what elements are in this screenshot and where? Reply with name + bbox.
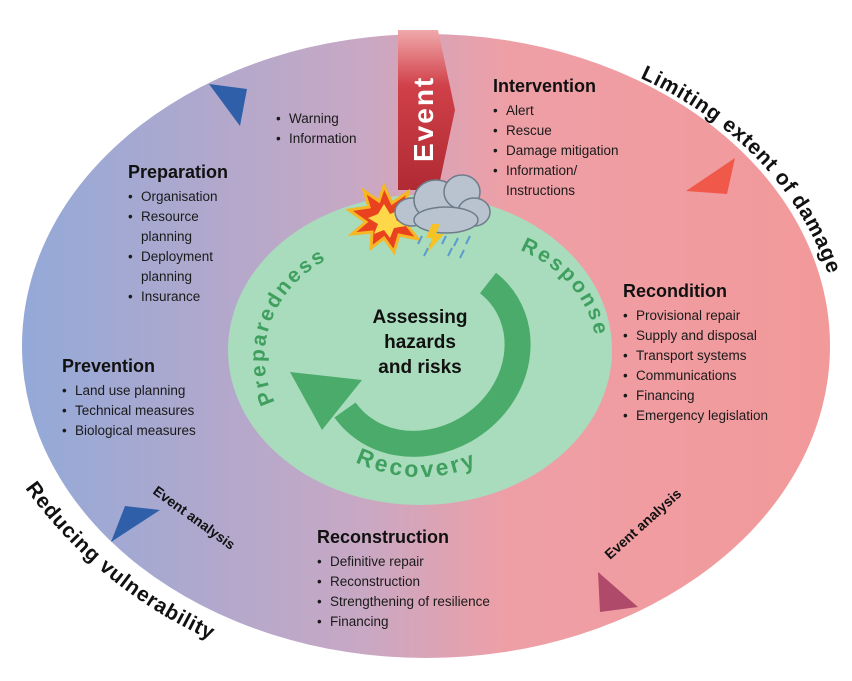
list-item: Information/ Instructions bbox=[493, 161, 619, 201]
lightning-icon bbox=[426, 224, 444, 252]
list-item: Emergency legislation bbox=[623, 406, 768, 426]
list-item: Transport systems bbox=[623, 346, 768, 366]
cycle-arrow bbox=[334, 272, 531, 457]
warning-block: Warning Information bbox=[276, 109, 357, 149]
list-item: Technical measures bbox=[62, 401, 196, 421]
list-item: Financing bbox=[623, 386, 768, 406]
center-title-line: and risks bbox=[378, 357, 462, 378]
list-item: Insurance bbox=[128, 287, 228, 307]
warning-item: Warning bbox=[276, 109, 357, 129]
list-item: Reconstruction bbox=[317, 572, 490, 592]
section-title: Intervention bbox=[493, 76, 597, 96]
blue-marker-bottom bbox=[111, 506, 160, 542]
list-item: Deployment planning bbox=[128, 247, 228, 287]
event-banner bbox=[398, 30, 455, 190]
center-title-line: hazards bbox=[384, 332, 456, 353]
list-item: Rescue bbox=[493, 121, 619, 141]
list-item: Strengthening of resilience bbox=[317, 592, 490, 612]
section-title: Recondition bbox=[623, 281, 727, 301]
center-title: Assessing hazards and risks bbox=[340, 305, 500, 380]
list-item: Financing bbox=[317, 612, 490, 632]
list-item: Communications bbox=[623, 366, 768, 386]
list-item: Alert bbox=[493, 101, 619, 121]
center-title-line: Assessing bbox=[372, 307, 468, 328]
list-item: Biological measures bbox=[62, 421, 196, 441]
list-item: Supply and disposal bbox=[623, 326, 768, 346]
storm-event-icon bbox=[345, 174, 491, 259]
red-marker-right bbox=[686, 158, 735, 194]
recondition-block: Recondition Provisional repair Supply an… bbox=[623, 281, 768, 426]
cycle-arrowhead bbox=[290, 372, 362, 430]
list-item: Resource planning bbox=[128, 207, 228, 247]
prevention-block: Prevention Land use planning Technical m… bbox=[62, 356, 196, 441]
reconstruction-block: Reconstruction Definitive repair Reconst… bbox=[317, 527, 490, 632]
section-title: Reconstruction bbox=[317, 527, 450, 547]
intervention-block: Intervention Alert Rescue Damage mitigat… bbox=[493, 76, 619, 201]
list-item: Definitive repair bbox=[317, 552, 490, 572]
blue-marker-top bbox=[209, 84, 247, 126]
warning-item: Information bbox=[276, 129, 357, 149]
list-item: Organisation bbox=[128, 187, 228, 207]
section-title: Preparation bbox=[128, 162, 229, 182]
list-item: Land use planning bbox=[62, 381, 196, 401]
list-item: Provisional repair bbox=[623, 306, 768, 326]
list-item: Damage mitigation bbox=[493, 141, 619, 161]
cloud-icon bbox=[394, 174, 491, 234]
preparation-block: Preparation Organisation Resource planni… bbox=[128, 162, 228, 307]
mauve-marker-bottom bbox=[598, 572, 638, 612]
section-title: Prevention bbox=[62, 356, 156, 376]
event-label: Event bbox=[408, 76, 439, 162]
